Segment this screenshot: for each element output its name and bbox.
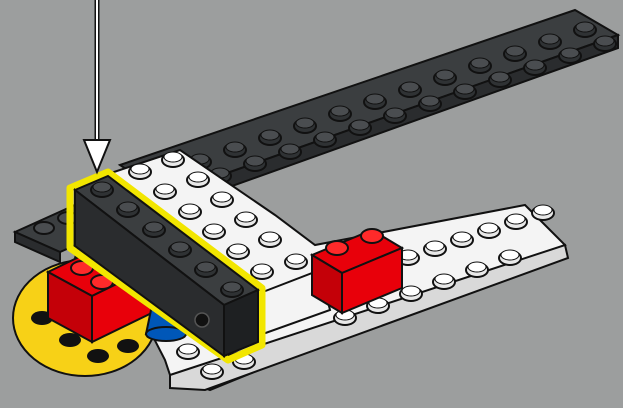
stud-top — [471, 58, 489, 68]
stud-top — [402, 286, 420, 296]
stud — [34, 222, 54, 234]
stud-top — [164, 152, 182, 162]
stud-top — [468, 262, 486, 272]
stud-top — [541, 34, 559, 44]
stud-top — [229, 244, 247, 254]
stud-top — [205, 224, 223, 234]
stud-top — [197, 262, 215, 272]
stud-top — [237, 212, 255, 222]
stud-top — [435, 274, 453, 284]
stud-top — [281, 144, 299, 154]
stud-top — [561, 48, 579, 58]
stud-top — [534, 205, 552, 215]
stud-top — [246, 156, 264, 166]
stud-top — [480, 223, 498, 233]
stud-top — [426, 241, 444, 251]
stud-top — [331, 106, 349, 116]
technic-hole — [195, 313, 209, 327]
stud-top — [491, 72, 509, 82]
stud-top — [506, 46, 524, 56]
stud-top — [401, 82, 419, 92]
stud-top — [296, 118, 314, 128]
stud-top — [453, 232, 471, 242]
stud-top — [421, 96, 439, 106]
stud-top — [596, 36, 614, 46]
stud-top — [203, 364, 221, 374]
stud-top — [93, 182, 111, 192]
stud-top — [189, 172, 207, 182]
stud-top — [351, 120, 369, 130]
stud-top — [261, 232, 279, 242]
stud-top — [507, 214, 525, 224]
stud-top — [156, 184, 174, 194]
stud-top — [213, 192, 231, 202]
stud-top — [223, 282, 241, 292]
stud — [87, 349, 109, 363]
stud-top — [287, 254, 305, 264]
stud-top — [316, 132, 334, 142]
stud-top — [366, 94, 384, 104]
stud-top — [181, 204, 199, 214]
stud-top — [171, 242, 189, 252]
stud-top — [501, 250, 519, 260]
stud-top — [253, 264, 271, 274]
stud-top — [386, 108, 404, 118]
stud-top — [119, 202, 137, 212]
stud-top — [226, 142, 244, 152]
stud-top — [456, 84, 474, 94]
stud-top — [179, 344, 197, 354]
stud-top — [261, 130, 279, 140]
stud — [117, 339, 139, 353]
stud-top — [145, 222, 163, 232]
stud — [326, 241, 348, 255]
stud-top — [131, 164, 149, 174]
stud-top — [436, 70, 454, 80]
stud-top — [526, 60, 544, 70]
stud — [361, 229, 383, 243]
stud-top — [576, 22, 594, 32]
